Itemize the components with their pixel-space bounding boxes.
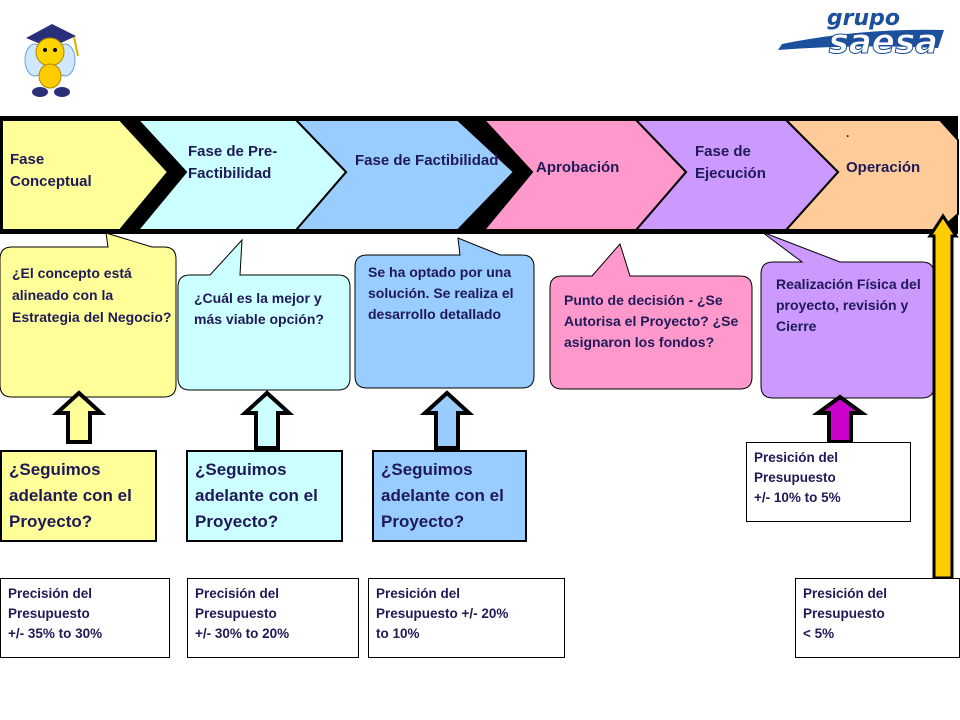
mascot-icon xyxy=(24,24,79,97)
precision-box-2-line3: +/- 30% to 20% xyxy=(195,626,290,641)
precision-box-1-line3: +/- 35% to 30% xyxy=(8,626,103,641)
saesa-logo xyxy=(778,29,944,50)
question-box-2: ¿Seguimos adelante con el Proyecto? xyxy=(186,450,343,542)
phase-label-prefactibilidad: Fase de Pre-Factibilidad xyxy=(188,143,278,182)
precision-box-1-line2: Presupuesto xyxy=(8,606,90,621)
precision-box-1: Precisión del Presupuesto +/- 35% to 30% xyxy=(0,578,170,658)
bubble-5-text: Realización Física del proyecto, revisió… xyxy=(776,276,921,334)
precision-box-3: Presición del Presupuesto +/- 20% to 10% xyxy=(368,578,565,658)
phase-chevron-aprobacion xyxy=(481,119,688,231)
phase-chevron-prefactibilidad xyxy=(135,119,348,231)
question-box-3: ¿Seguimos adelante con el Proyecto? xyxy=(372,450,527,542)
phase-label-factibilidad: Fase de Factibilidad xyxy=(355,152,499,169)
up-arrow-5-icon xyxy=(927,213,959,580)
up-arrow-3-icon xyxy=(419,390,475,450)
precision-box-5-line1: Presición del xyxy=(803,586,888,601)
bubble-3 xyxy=(354,237,535,389)
precision-box-4-line2: Presupuesto xyxy=(754,470,836,485)
precision-box-4-line1: Presición del xyxy=(754,450,839,465)
bubble-5 xyxy=(760,231,935,399)
precision-box-5: Presición del Presupuesto < 5% xyxy=(795,578,960,658)
question-box-1: ¿Seguimos adelante con el Proyecto? xyxy=(0,450,157,542)
precision-box-3-line3: to 10% xyxy=(376,626,420,641)
precision-box-4-line3: +/- 10% to 5% xyxy=(754,490,841,505)
bubble-2 xyxy=(177,238,351,391)
phase-label-conceptual: Fase Conceptual xyxy=(10,151,92,190)
logo-small-text: grupo xyxy=(826,6,900,31)
logo-big-text: saesa xyxy=(828,22,938,63)
precision-box-4: Presición del Presupuesto +/- 10% to 5% xyxy=(746,442,911,522)
bubble-1-text: ¿El concepto está alineado con la Estrat… xyxy=(12,265,172,325)
precision-box-5-line2: Presupuesto xyxy=(803,606,885,621)
phase-label-aprobacion: Aprobación xyxy=(536,159,620,176)
phase-label-ejecucion: Fase de Ejecución xyxy=(695,143,766,182)
precision-box-2-line2: Presupuesto xyxy=(195,606,277,621)
bubble-2-text: ¿Cuál es la mejor y más viable opción? xyxy=(194,290,324,327)
precision-box-2: Precisión del Presupuesto +/- 30% to 20% xyxy=(187,578,359,658)
precision-box-3-line1: Presición del xyxy=(376,586,461,601)
dot-marker: . xyxy=(846,126,850,140)
up-arrow-4-icon xyxy=(811,394,869,444)
precision-box-1-line1: Precisión del xyxy=(8,586,93,601)
up-arrow-2-icon xyxy=(239,390,295,450)
precision-box-3-line2: Presupuesto +/- 20% xyxy=(376,606,509,621)
precision-box-5-line3: < 5% xyxy=(803,626,835,641)
bubble-3-text: Se ha optado por una solución. Se realiz… xyxy=(368,264,514,322)
phase-label-operacion: Operación xyxy=(846,159,921,176)
up-arrow-1-icon xyxy=(51,390,107,444)
phase-chevron-conceptual xyxy=(1,119,170,231)
bubble-4-text: Punto de decisión - ¿Se Autorisa el Proy… xyxy=(564,292,739,350)
precision-box-2-line1: Precisión del xyxy=(195,586,280,601)
bubble-1 xyxy=(0,232,177,398)
bubble-4 xyxy=(549,242,753,390)
